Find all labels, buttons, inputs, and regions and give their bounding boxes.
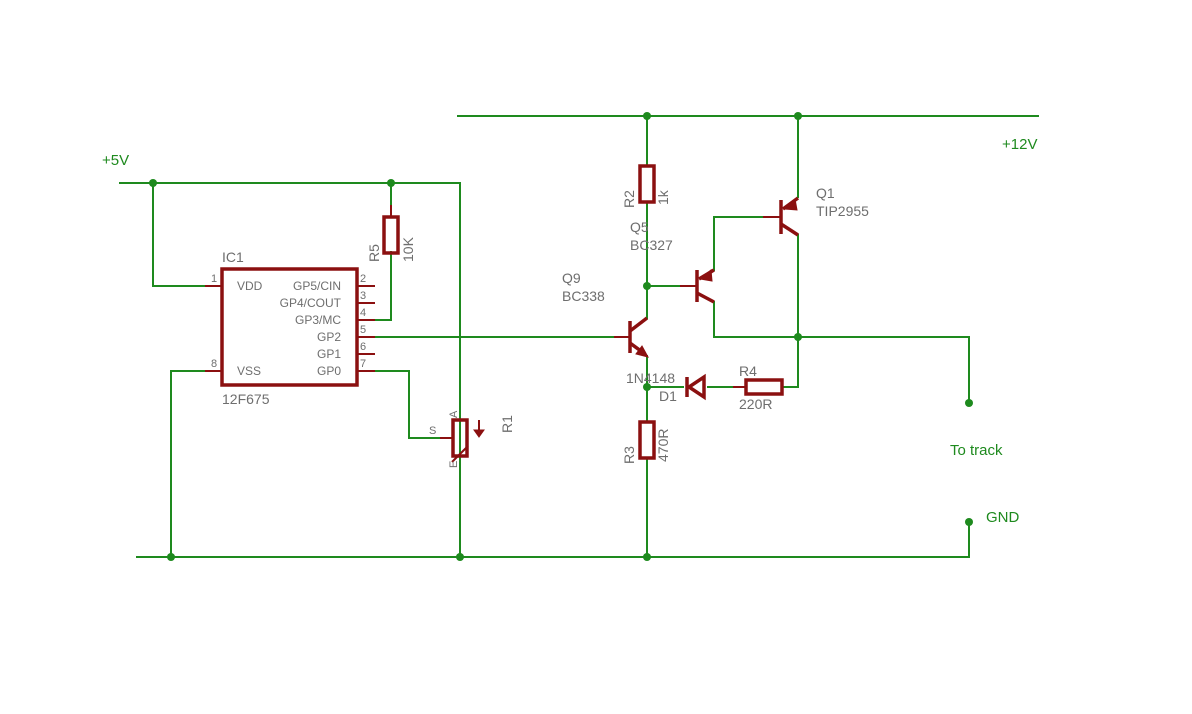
transistor-q9: Q9 BC338	[562, 270, 649, 358]
ic1-chip: IC1 12F675 VDD VSS 1 8 GP5/CIN GP4/COUT …	[205, 249, 375, 407]
d1-name: D1	[659, 388, 677, 404]
ic1-pin-name: GP2	[317, 330, 341, 344]
ic1-pin-name: GP3/MC	[295, 313, 341, 327]
r1-pin-e: E	[448, 461, 460, 468]
ic1-pin-number: 3	[360, 290, 366, 302]
r3-body	[638, 420, 656, 460]
ic1-body	[220, 267, 359, 387]
wire-q1-base	[713, 216, 764, 271]
q9-name: Q9	[562, 270, 581, 286]
junction-dot	[643, 553, 651, 561]
net-label-12v: +12V	[1002, 136, 1037, 153]
r1-adjust-line	[451, 445, 469, 463]
r1-arrow-head	[473, 429, 485, 438]
resistor-r5: R5 10K	[366, 205, 416, 262]
ic1-pin-name: VSS	[237, 364, 261, 378]
net-label-track: To track	[950, 442, 1003, 459]
junction-dot	[794, 333, 802, 341]
r2-name: R2	[621, 190, 637, 208]
r5-name: R5	[366, 244, 382, 262]
terminal-track	[965, 399, 973, 407]
q5-emitter-arrow	[698, 269, 713, 282]
r4-body	[744, 378, 784, 396]
ic1-pin-number: 2	[360, 273, 366, 285]
wire-r5-gp3	[374, 251, 392, 321]
resistor-r4: R4 220R	[733, 363, 784, 412]
net-label-gnd: GND	[986, 509, 1020, 526]
ic1-pin-number: 8	[211, 358, 217, 370]
ic1-pin-name: GP5/CIN	[293, 279, 341, 293]
r3-value: 470R	[655, 429, 671, 462]
q1-name: Q1	[816, 185, 835, 201]
junction-dot	[643, 383, 651, 391]
junction-dot	[387, 179, 395, 187]
q1-value: TIP2955	[816, 203, 869, 219]
q9-emitter-arrow	[635, 345, 649, 358]
net-label-5v: +5V	[102, 152, 129, 169]
r1-pin-a: A	[448, 410, 460, 418]
terminal-gnd	[965, 518, 973, 526]
wire-gp0-pot	[374, 370, 441, 439]
wire-r4-out	[782, 234, 799, 388]
r5-value: 10K	[400, 236, 416, 262]
resistor-r3: R3 470R	[621, 420, 671, 464]
ic1-pin-name: VDD	[237, 279, 263, 293]
ic1-pin-name: GP4/COUT	[280, 296, 342, 310]
d1-triangle	[685, 373, 706, 401]
r2-body	[638, 164, 656, 204]
r4-name: R4	[739, 363, 757, 379]
wire-gnd-rail	[136, 521, 970, 558]
ic1-value: 12F675	[222, 391, 270, 407]
r5-body	[382, 215, 400, 255]
q5-value: BC327	[630, 237, 673, 253]
q5-name: Q5	[630, 219, 649, 235]
r1-pin-s: S	[429, 425, 436, 437]
wire-vdd	[152, 182, 206, 287]
potentiometer-r1: A S E R1	[429, 410, 515, 468]
ic1-pin-name: GP0	[317, 364, 341, 378]
ic1-name: IC1	[222, 249, 244, 265]
junction-dot	[149, 179, 157, 187]
wires	[119, 115, 1039, 558]
q1-emitter-arrow	[782, 198, 798, 211]
junction-dot	[456, 553, 464, 561]
r1-name: R1	[499, 415, 515, 433]
junction-dot	[794, 112, 802, 120]
r3-name: R3	[621, 446, 637, 464]
wire-5v-rail	[119, 182, 461, 558]
q9-collector	[628, 316, 649, 333]
r2-value: 1k	[655, 189, 671, 205]
junction-dot	[167, 553, 175, 561]
q9-value: BC338	[562, 288, 605, 304]
resistor-r2: R2 1k	[621, 164, 671, 208]
q5-collector	[696, 291, 715, 304]
ic1-pin-number: 1	[211, 273, 217, 285]
ic1-pin-number: 6	[360, 341, 366, 353]
wire-vss	[170, 370, 206, 558]
transistor-q1: Q1 TIP2955	[763, 185, 869, 237]
diode-d1: 1N4148 D1	[626, 370, 706, 404]
junctions	[149, 112, 973, 561]
transistor-q5: Q5 BC327	[630, 219, 715, 304]
ic1-pin-number: 4	[360, 307, 366, 319]
wire-q5-collector	[713, 301, 970, 404]
q1-collector	[780, 222, 799, 237]
junction-dot	[643, 282, 651, 290]
junction-dot	[643, 112, 651, 120]
ic1-pin-number: 5	[360, 324, 366, 336]
ic1-pin-name: GP1	[317, 347, 341, 361]
r4-value: 220R	[739, 396, 772, 412]
ic1-pin-number: 7	[360, 358, 366, 370]
d1-value: 1N4148	[626, 370, 675, 386]
